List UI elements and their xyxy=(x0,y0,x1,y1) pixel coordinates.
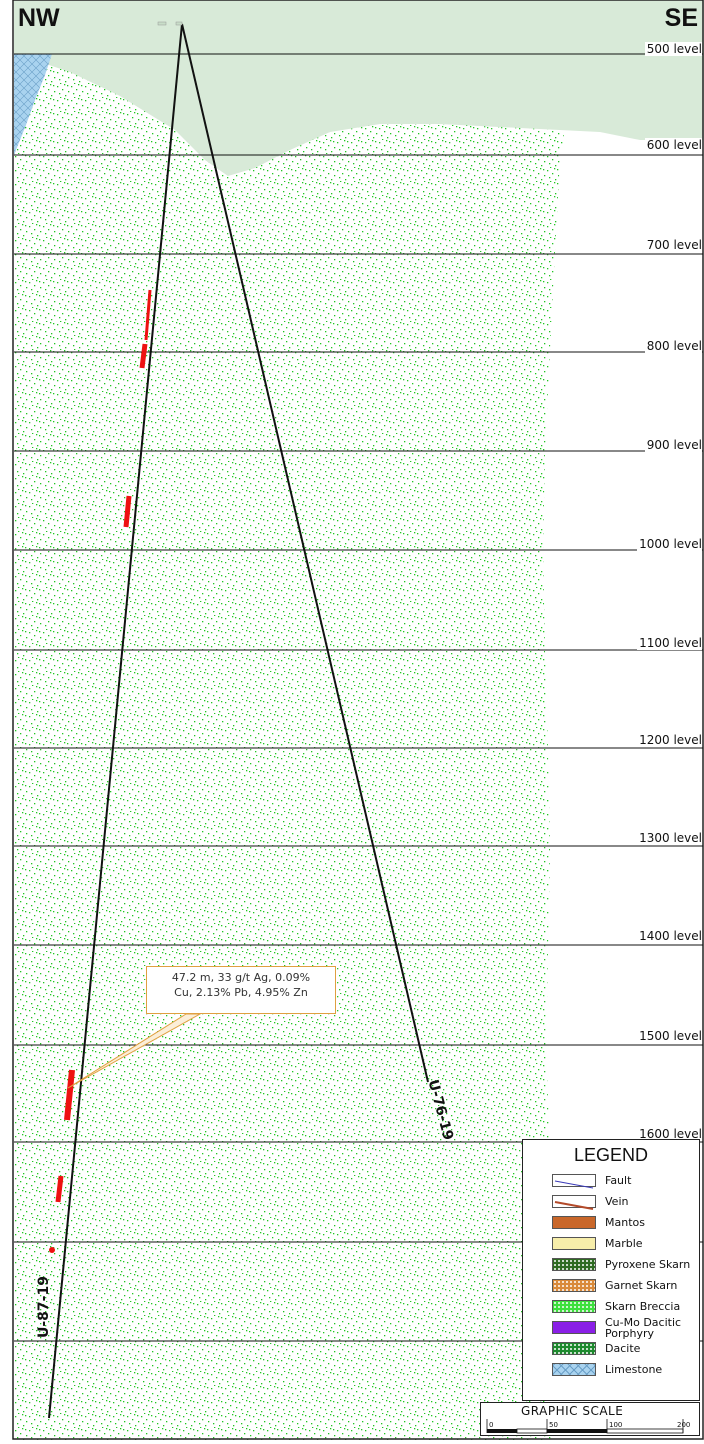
legend-label: Garnet Skarn xyxy=(605,1279,678,1292)
legend-swatch xyxy=(552,1279,596,1292)
level-label: 900 level xyxy=(644,438,702,452)
level-label: 1100 level xyxy=(637,636,702,650)
legend-label: Pyroxene Skarn xyxy=(605,1258,691,1271)
legend-item: Marble xyxy=(523,1233,699,1254)
intercept-point xyxy=(49,1247,55,1253)
legend-label: Cu-Mo Dacitic Porphyry xyxy=(605,1315,682,1340)
intercept-segment xyxy=(139,343,148,369)
level-label: 700 level xyxy=(644,238,702,252)
legend-item: Dacite xyxy=(523,1338,699,1359)
legend-swatch xyxy=(552,1300,596,1313)
level-label: 1300 level xyxy=(637,831,702,845)
intercept-segment xyxy=(64,1069,75,1121)
intercept-segment xyxy=(144,289,152,341)
callout-leader xyxy=(67,1013,202,1089)
legend-swatch xyxy=(552,1174,596,1189)
scale-tick-label: 100 xyxy=(609,1421,623,1429)
level-label: 800 level xyxy=(644,339,702,353)
level-label: 1500 level xyxy=(637,1029,702,1043)
drillhole-trace-u-76-19 xyxy=(181,23,429,1083)
orientation-se-label: SE xyxy=(664,4,698,32)
legend-label: Limestone xyxy=(605,1363,663,1376)
legend-label: Mantos xyxy=(605,1216,645,1229)
legend-item: Skarn Breccia xyxy=(523,1296,699,1317)
intercept-segment xyxy=(123,495,132,528)
graphic-scale: GRAPHIC SCALE 0 50 100 200 xyxy=(480,1402,700,1436)
legend-item: Cu-Mo Dacitic Porphyry xyxy=(523,1315,699,1340)
legend-label: Fault xyxy=(605,1174,632,1187)
legend-item: Pyroxene Skarn xyxy=(523,1254,699,1275)
scale-tick-label: 200 xyxy=(677,1421,691,1429)
level-label: 600 level xyxy=(644,138,702,152)
assay-callout: 47.2 m, 33 g/t Ag, 0.09% Cu, 2.13% Pb, 4… xyxy=(146,966,336,1014)
legend-swatch xyxy=(552,1195,596,1210)
legend-swatch xyxy=(552,1342,596,1355)
scale-bar xyxy=(486,1419,684,1434)
collar-marker xyxy=(157,21,167,26)
legend-item: Garnet Skarn xyxy=(523,1275,699,1296)
limestone-wedge xyxy=(14,54,52,155)
legend-label: Vein xyxy=(605,1195,629,1208)
legend-label: Dacite xyxy=(605,1342,641,1355)
legend-title: LEGEND xyxy=(573,1145,649,1165)
drillhole-trace-u-87-19 xyxy=(48,23,183,1419)
legend-swatch xyxy=(552,1363,596,1376)
level-label: 1000 level xyxy=(637,537,702,551)
legend-swatch xyxy=(552,1321,596,1334)
legend-swatch xyxy=(552,1258,596,1271)
drillhole-label-u-87-19: U-87-19 xyxy=(36,1276,52,1338)
scale-tick-label: 50 xyxy=(549,1421,558,1429)
legend-item: Vein xyxy=(523,1191,699,1212)
scale-title: GRAPHIC SCALE xyxy=(521,1404,624,1418)
intercept-segment xyxy=(55,1175,64,1203)
skarn-breccia-body xyxy=(14,54,566,1440)
callout-line-1: 47.2 m, 33 g/t Ag, 0.09% xyxy=(171,971,311,984)
level-label: 1400 level xyxy=(637,929,702,943)
legend-item: Fault xyxy=(523,1170,699,1191)
scale-tick-label: 0 xyxy=(489,1421,494,1429)
collar-marker xyxy=(175,21,183,26)
level-label: 1600 level xyxy=(637,1127,702,1141)
legend-label: Skarn Breccia xyxy=(605,1300,681,1313)
legend-label: Marble xyxy=(605,1237,643,1250)
legend-item: Mantos xyxy=(523,1212,699,1233)
level-label: 1200 level xyxy=(637,733,702,747)
level-lines xyxy=(14,53,703,1342)
legend-item: Limestone xyxy=(523,1359,699,1380)
orientation-nw-label: NW xyxy=(18,4,60,32)
level-label: 500 level xyxy=(644,42,702,56)
legend-swatch xyxy=(552,1216,596,1229)
legend-swatch xyxy=(552,1237,596,1250)
callout-line-2: Cu, 2.13% Pb, 4.95% Zn xyxy=(174,986,308,999)
